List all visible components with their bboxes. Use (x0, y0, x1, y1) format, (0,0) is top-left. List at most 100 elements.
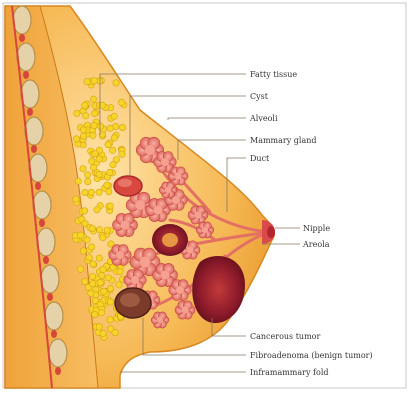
fat-globule (118, 99, 124, 105)
rib-vessel (43, 256, 49, 264)
fat-globule (107, 203, 113, 209)
fat-globule (106, 189, 112, 195)
fat-globule (107, 169, 113, 175)
fat-globule (94, 207, 100, 213)
fat-globule (113, 80, 119, 86)
fat-globule (84, 237, 90, 243)
lobule-center (140, 257, 151, 268)
fat-globule (112, 329, 118, 335)
lobule-center (176, 286, 184, 294)
fat-globule (83, 113, 89, 119)
fat-globule (91, 78, 97, 84)
lobule-center (161, 271, 170, 280)
fat-globule (90, 281, 96, 287)
fat-globule (91, 122, 97, 128)
fat-globule (89, 225, 95, 231)
rib-vessel (27, 108, 33, 116)
lobule-center (174, 172, 181, 179)
lobule (159, 182, 177, 198)
fat-globule (75, 178, 81, 184)
fat-globule (84, 172, 90, 178)
fat-globule (73, 136, 79, 142)
fibroadenoma-highlight (120, 293, 140, 307)
lobule-center (145, 145, 155, 155)
fat-globule (104, 227, 110, 233)
fat-globule (82, 220, 88, 226)
lobule-center (181, 306, 188, 313)
tumor-core (162, 233, 178, 247)
fat-globule (78, 232, 84, 238)
fat-globule (80, 127, 86, 133)
fat-globule (111, 135, 117, 141)
fat-globule (96, 171, 102, 177)
lobule-center (202, 227, 208, 233)
rib-vessel (47, 293, 53, 301)
fat-globule (82, 102, 88, 108)
lobule-center (186, 246, 193, 253)
lobule-center (194, 211, 201, 218)
rib (37, 228, 55, 256)
label-cancerous-tumor: Cancerous tumor (250, 332, 320, 341)
lobule (109, 245, 132, 266)
lobule (188, 206, 208, 224)
fat-globule (111, 113, 117, 119)
label-fibroadenoma: Fibroadenoma (benign tumor) (250, 351, 373, 360)
fat-globule (116, 282, 122, 288)
fat-globule (96, 255, 102, 261)
fat-globule (100, 330, 106, 336)
lobule-center (131, 276, 139, 284)
fat-globule (92, 311, 98, 317)
fat-globule (107, 299, 113, 305)
fat-globule (74, 110, 80, 116)
rib-vessel (23, 71, 29, 79)
fat-globule (104, 182, 110, 188)
lobule (151, 312, 169, 328)
fat-globule (109, 147, 115, 153)
fat-globule (101, 288, 107, 294)
label-inframammary-fold: Inframammary fold (250, 368, 329, 377)
lobule-center (161, 158, 169, 166)
fat-globule (90, 96, 96, 102)
fat-globule (88, 290, 94, 296)
rib-vessel (55, 367, 61, 375)
rib-vessel (39, 219, 45, 227)
fat-globule (77, 266, 83, 272)
fat-globule (80, 133, 86, 139)
label-areola: Areola (302, 240, 330, 249)
label-duct: Duct (250, 154, 270, 163)
fat-globule (96, 156, 102, 162)
fat-globule (73, 196, 79, 202)
fat-globule (96, 189, 102, 195)
fat-globule (113, 157, 119, 163)
fat-globule (97, 279, 103, 285)
fat-globule (80, 166, 86, 172)
fat-globule (82, 189, 88, 195)
fat-globule (107, 317, 113, 323)
label-mammary-gland: Mammary gland (250, 136, 317, 145)
rib-vessel (35, 182, 41, 190)
fat-globule (100, 235, 106, 241)
label-nipple: Nipple (303, 224, 330, 233)
fat-globule (119, 151, 125, 157)
rib-vessel (19, 34, 25, 42)
lobule-center (116, 251, 124, 259)
fat-globule (82, 278, 88, 284)
rib-vessel (51, 330, 57, 338)
fat-globule (88, 244, 94, 250)
label-alveoli: Alveoli (249, 114, 278, 123)
lobule-center (121, 221, 130, 230)
lobule-center (165, 187, 171, 193)
label-cyst: Cyst (250, 92, 269, 101)
fat-globule (90, 132, 96, 138)
fat-globule (86, 254, 92, 260)
fat-globule (91, 110, 97, 116)
lobule-center (135, 200, 145, 210)
fat-globule (96, 324, 102, 330)
fat-globule (119, 124, 125, 130)
fat-globule (105, 275, 111, 281)
rib (49, 339, 67, 367)
lobule (175, 301, 195, 319)
fat-globule (89, 158, 95, 164)
